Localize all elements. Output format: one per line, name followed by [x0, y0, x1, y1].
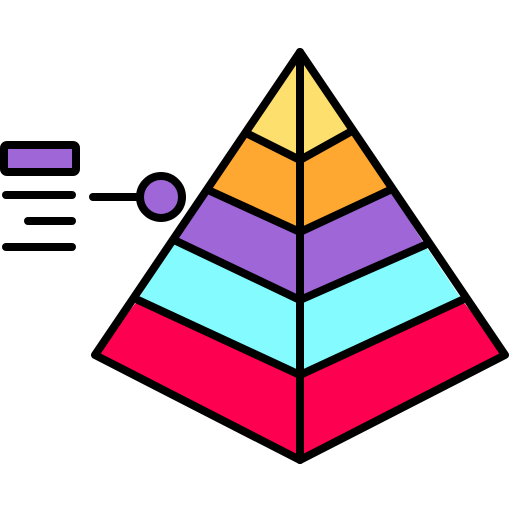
pyramid-layer-4-left — [138, 240, 300, 375]
pyramid-layer-base-left — [95, 300, 300, 460]
legend-lines — [2, 191, 76, 251]
callout-dot — [136, 172, 186, 222]
pyramid-layer-base-right — [300, 300, 505, 460]
pyramid-layer-top-right — [300, 52, 352, 160]
pyramid-layer-3-left — [174, 190, 300, 300]
pyramid-layer-4-right — [300, 245, 462, 375]
pyramid-outline — [91, 48, 509, 464]
legend-title-bar — [0, 141, 80, 176]
